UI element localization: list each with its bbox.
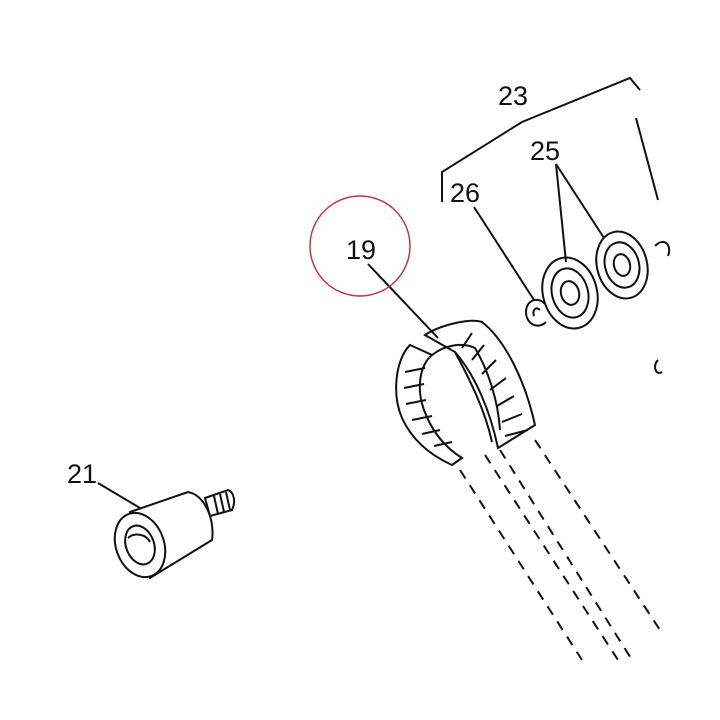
- highlight-circle: [309, 195, 411, 297]
- leader-lines: [97, 163, 605, 509]
- belt-part: [395, 319, 537, 467]
- tensioner-roller-part: [113, 488, 236, 580]
- callout-23: 23: [498, 81, 528, 111]
- callout-25: 25: [530, 136, 560, 166]
- callout-19: 19: [346, 235, 376, 265]
- assembly-bracket: [441, 76, 641, 202]
- callout-21: 21: [67, 459, 97, 489]
- snap-ring-part: [524, 298, 547, 327]
- bearings-part: [541, 230, 671, 374]
- callout-26: 26: [450, 178, 480, 208]
- belt-path-lines: [459, 439, 661, 661]
- assembly-bracket-right: [635, 117, 659, 201]
